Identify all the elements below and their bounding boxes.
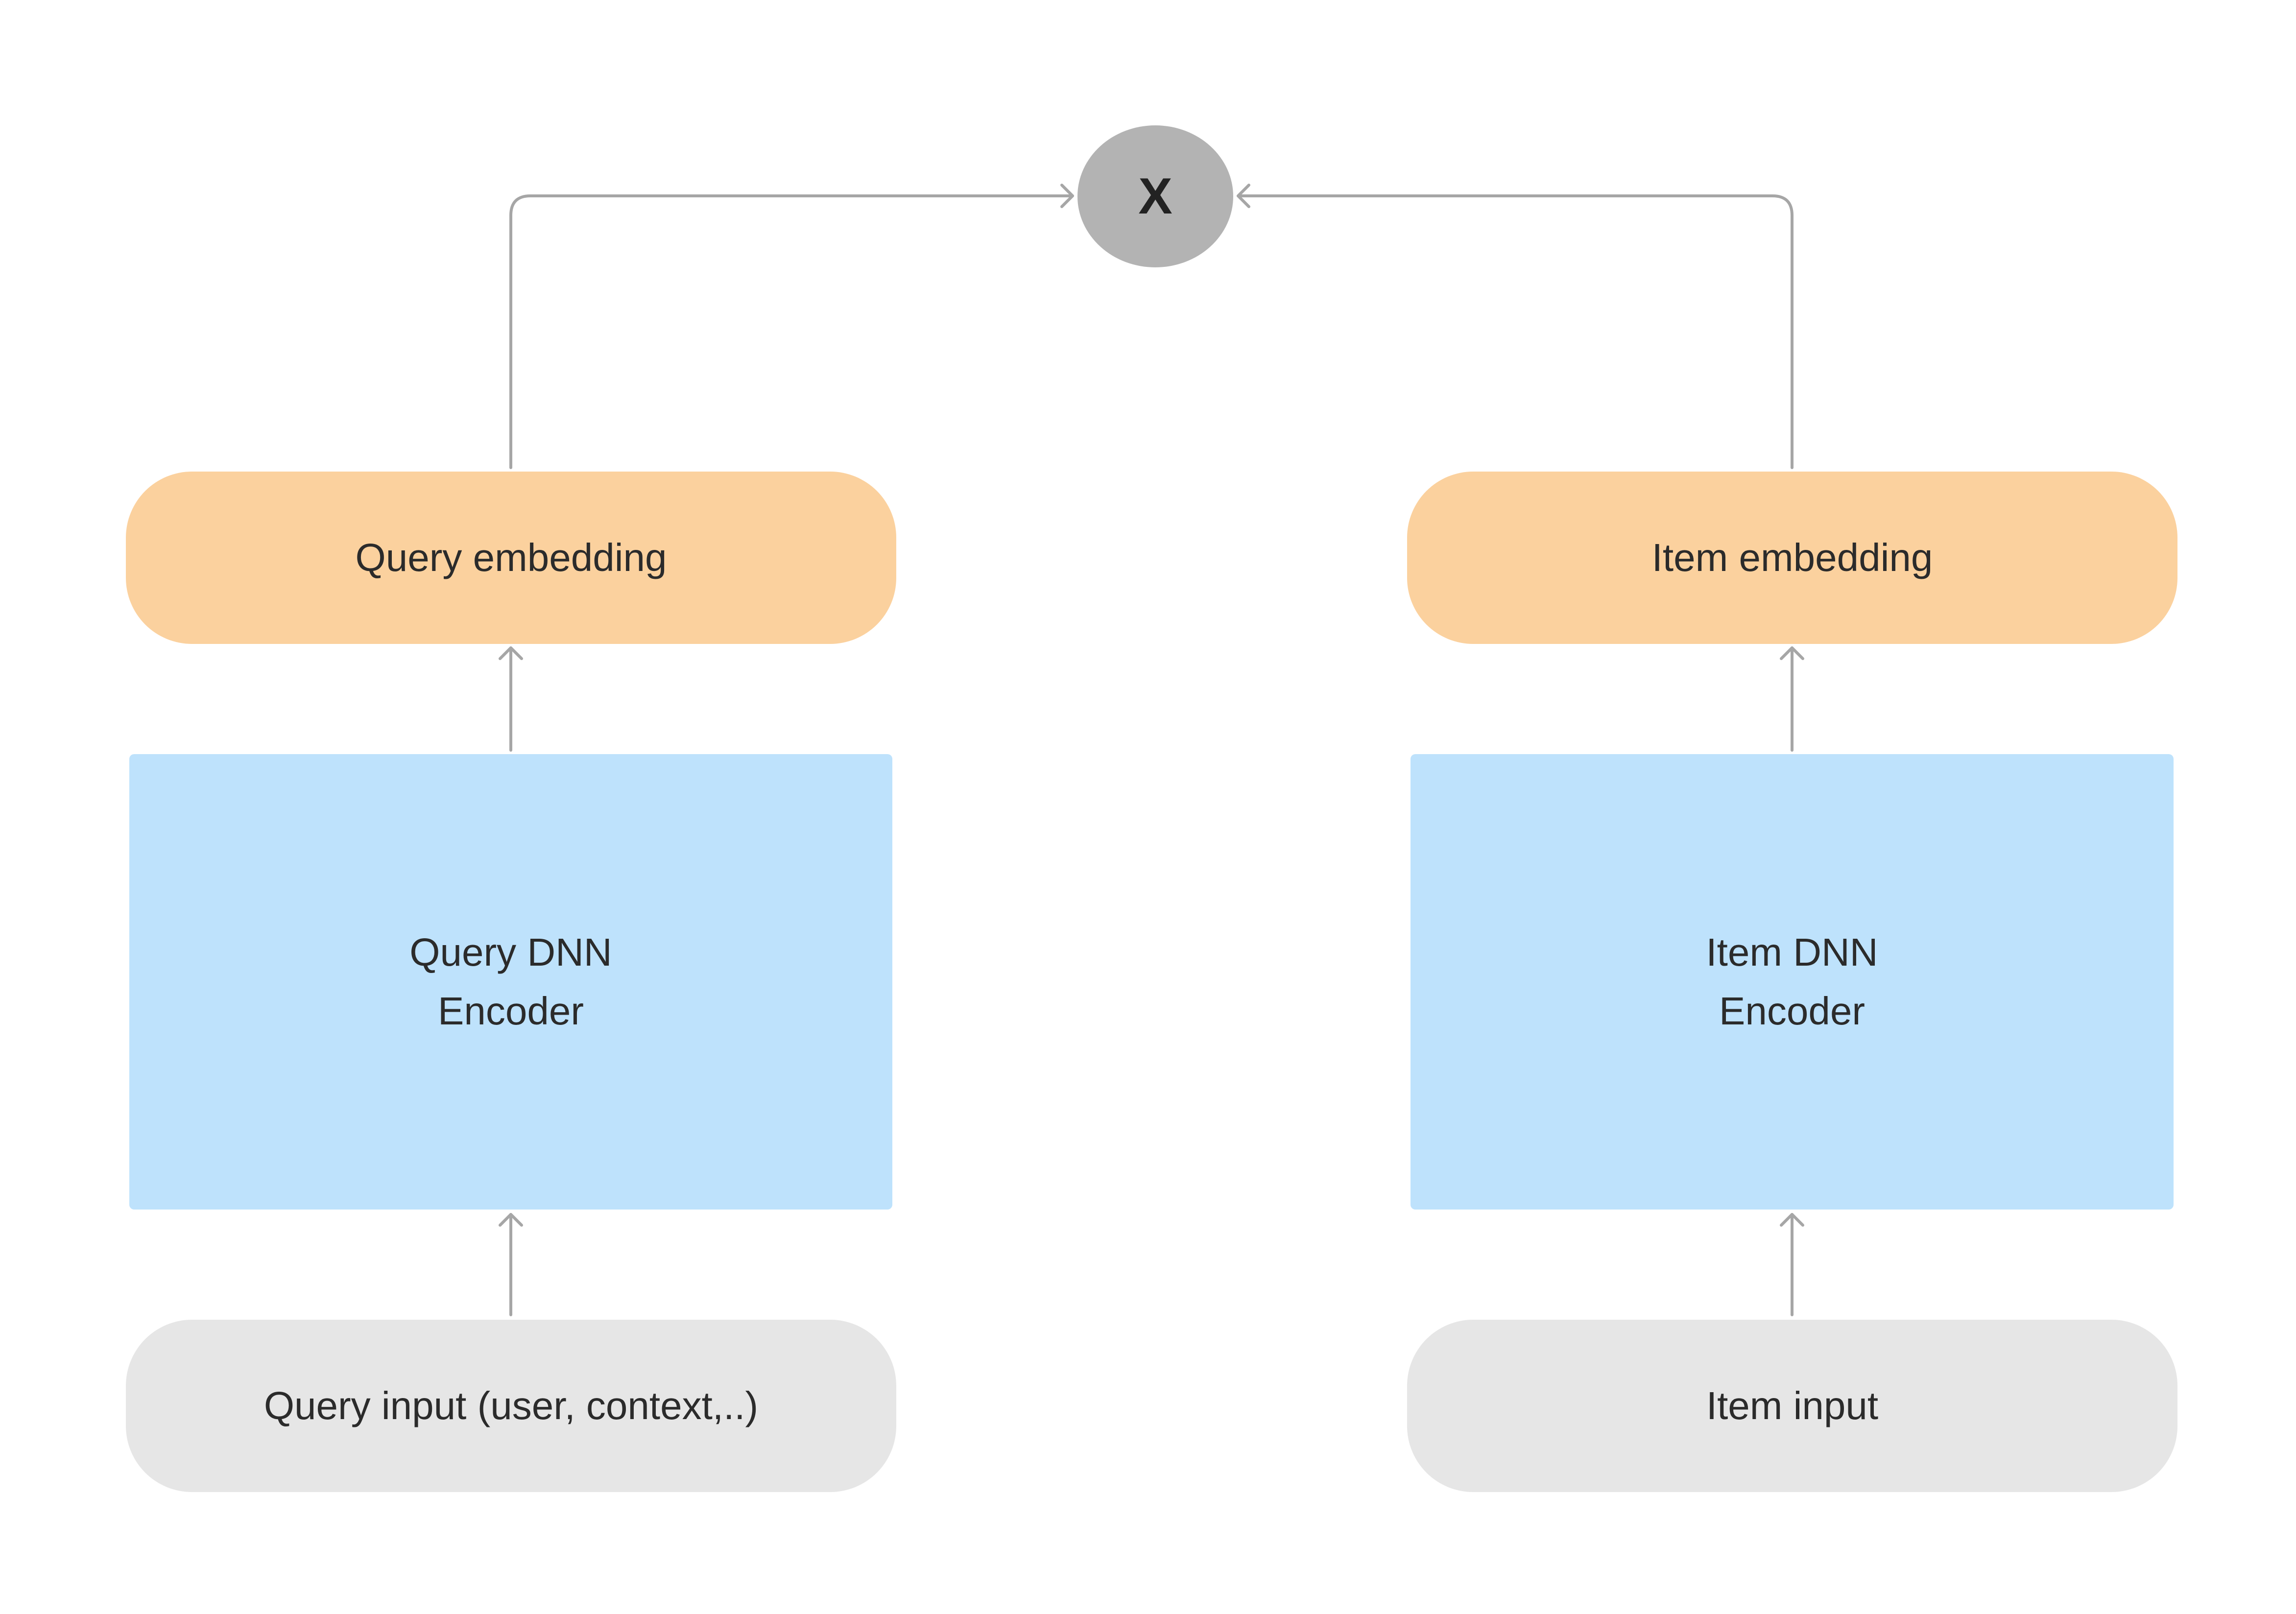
arrow-query-input-to-encoder — [499, 1213, 523, 1316]
item-encoder-node: Item DNN Encoder — [1411, 754, 2174, 1210]
item-input-node: Item input — [1407, 1320, 2177, 1492]
arrow-query-encoder-to-embedding — [499, 646, 523, 752]
query-encoder-node: Query DNN Encoder — [129, 754, 892, 1210]
query-input-node: Query input (user, context,..) — [126, 1320, 896, 1492]
operator-label: X — [1138, 167, 1172, 225]
item-embedding-label: Item embedding — [1651, 536, 1933, 579]
arrow-item-input-to-encoder — [1780, 1213, 1804, 1316]
query-encoder-label-line2: Encoder — [438, 989, 584, 1033]
item-encoder-label-line1: Item DNN — [1706, 930, 1878, 974]
query-embedding-node: Query embedding — [126, 472, 896, 644]
query-embedding-label: Query embedding — [355, 536, 667, 579]
item-input-label: Item input — [1706, 1384, 1879, 1427]
arrow-item-embedding-to-operator — [1237, 184, 1794, 469]
query-input-label: Query input (user, context,..) — [263, 1384, 759, 1427]
arrow-item-encoder-to-embedding — [1780, 646, 1804, 752]
item-embedding-node: Item embedding — [1407, 472, 2177, 644]
arrow-query-embedding-to-operator — [509, 184, 1074, 469]
multiply-operator-node: X — [1077, 125, 1233, 267]
item-encoder-label-line2: Encoder — [1719, 989, 1865, 1033]
query-encoder-label-line1: Query DNN — [409, 930, 612, 974]
